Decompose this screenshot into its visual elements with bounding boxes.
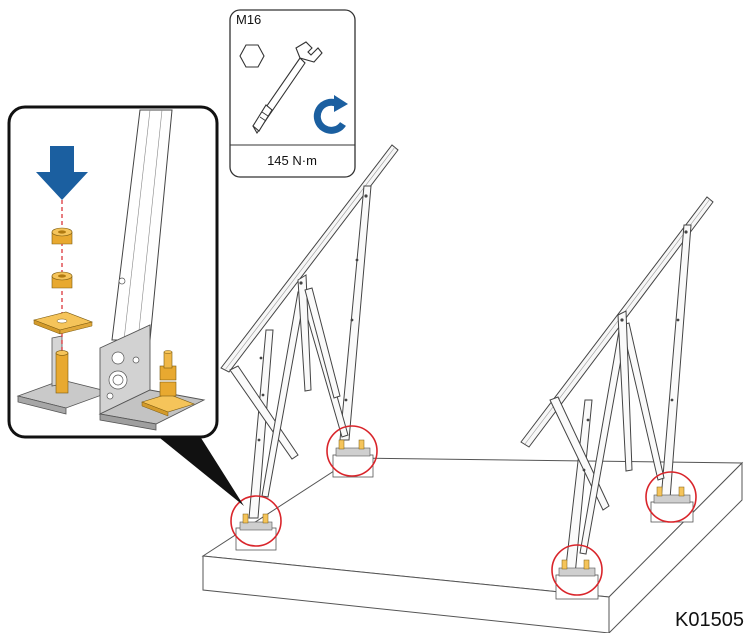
bolt-size-label: M16: [236, 12, 261, 27]
hex-nut-upper: [51, 227, 73, 245]
highlight-circle-right-front: [551, 544, 603, 596]
clockwise-arrow-icon: [313, 95, 348, 134]
torque-wrench-icon: [252, 41, 323, 135]
concrete-base: [201, 457, 744, 633]
callout-pointer: [150, 430, 244, 506]
assembled-fastener: [141, 350, 195, 417]
exploded-fastener-stack: [33, 146, 93, 394]
hex-nut-icon: [239, 44, 265, 68]
highlight-circle-left-rear: [326, 425, 378, 477]
torque-spec-panel: M16 145 N·m: [229, 9, 356, 178]
hex-nut-lower: [51, 271, 73, 289]
torque-value-label: 145 N·m: [267, 153, 317, 168]
right-mounting-frame: [520, 196, 714, 576]
down-arrow-icon: [36, 146, 88, 200]
anchor-footing-left-rear: [332, 439, 374, 478]
highlight-circle-left-front: [230, 495, 282, 547]
anchor-bolt: [55, 350, 69, 394]
square-washer: [33, 311, 93, 335]
detail-callout-panel: [7, 105, 219, 439]
anchor-footing-right-rear: [650, 486, 694, 523]
figure-code-label: K01505: [675, 609, 744, 631]
left-mounting-frame: [220, 144, 399, 519]
highlight-circle-right-rear: [645, 471, 697, 523]
